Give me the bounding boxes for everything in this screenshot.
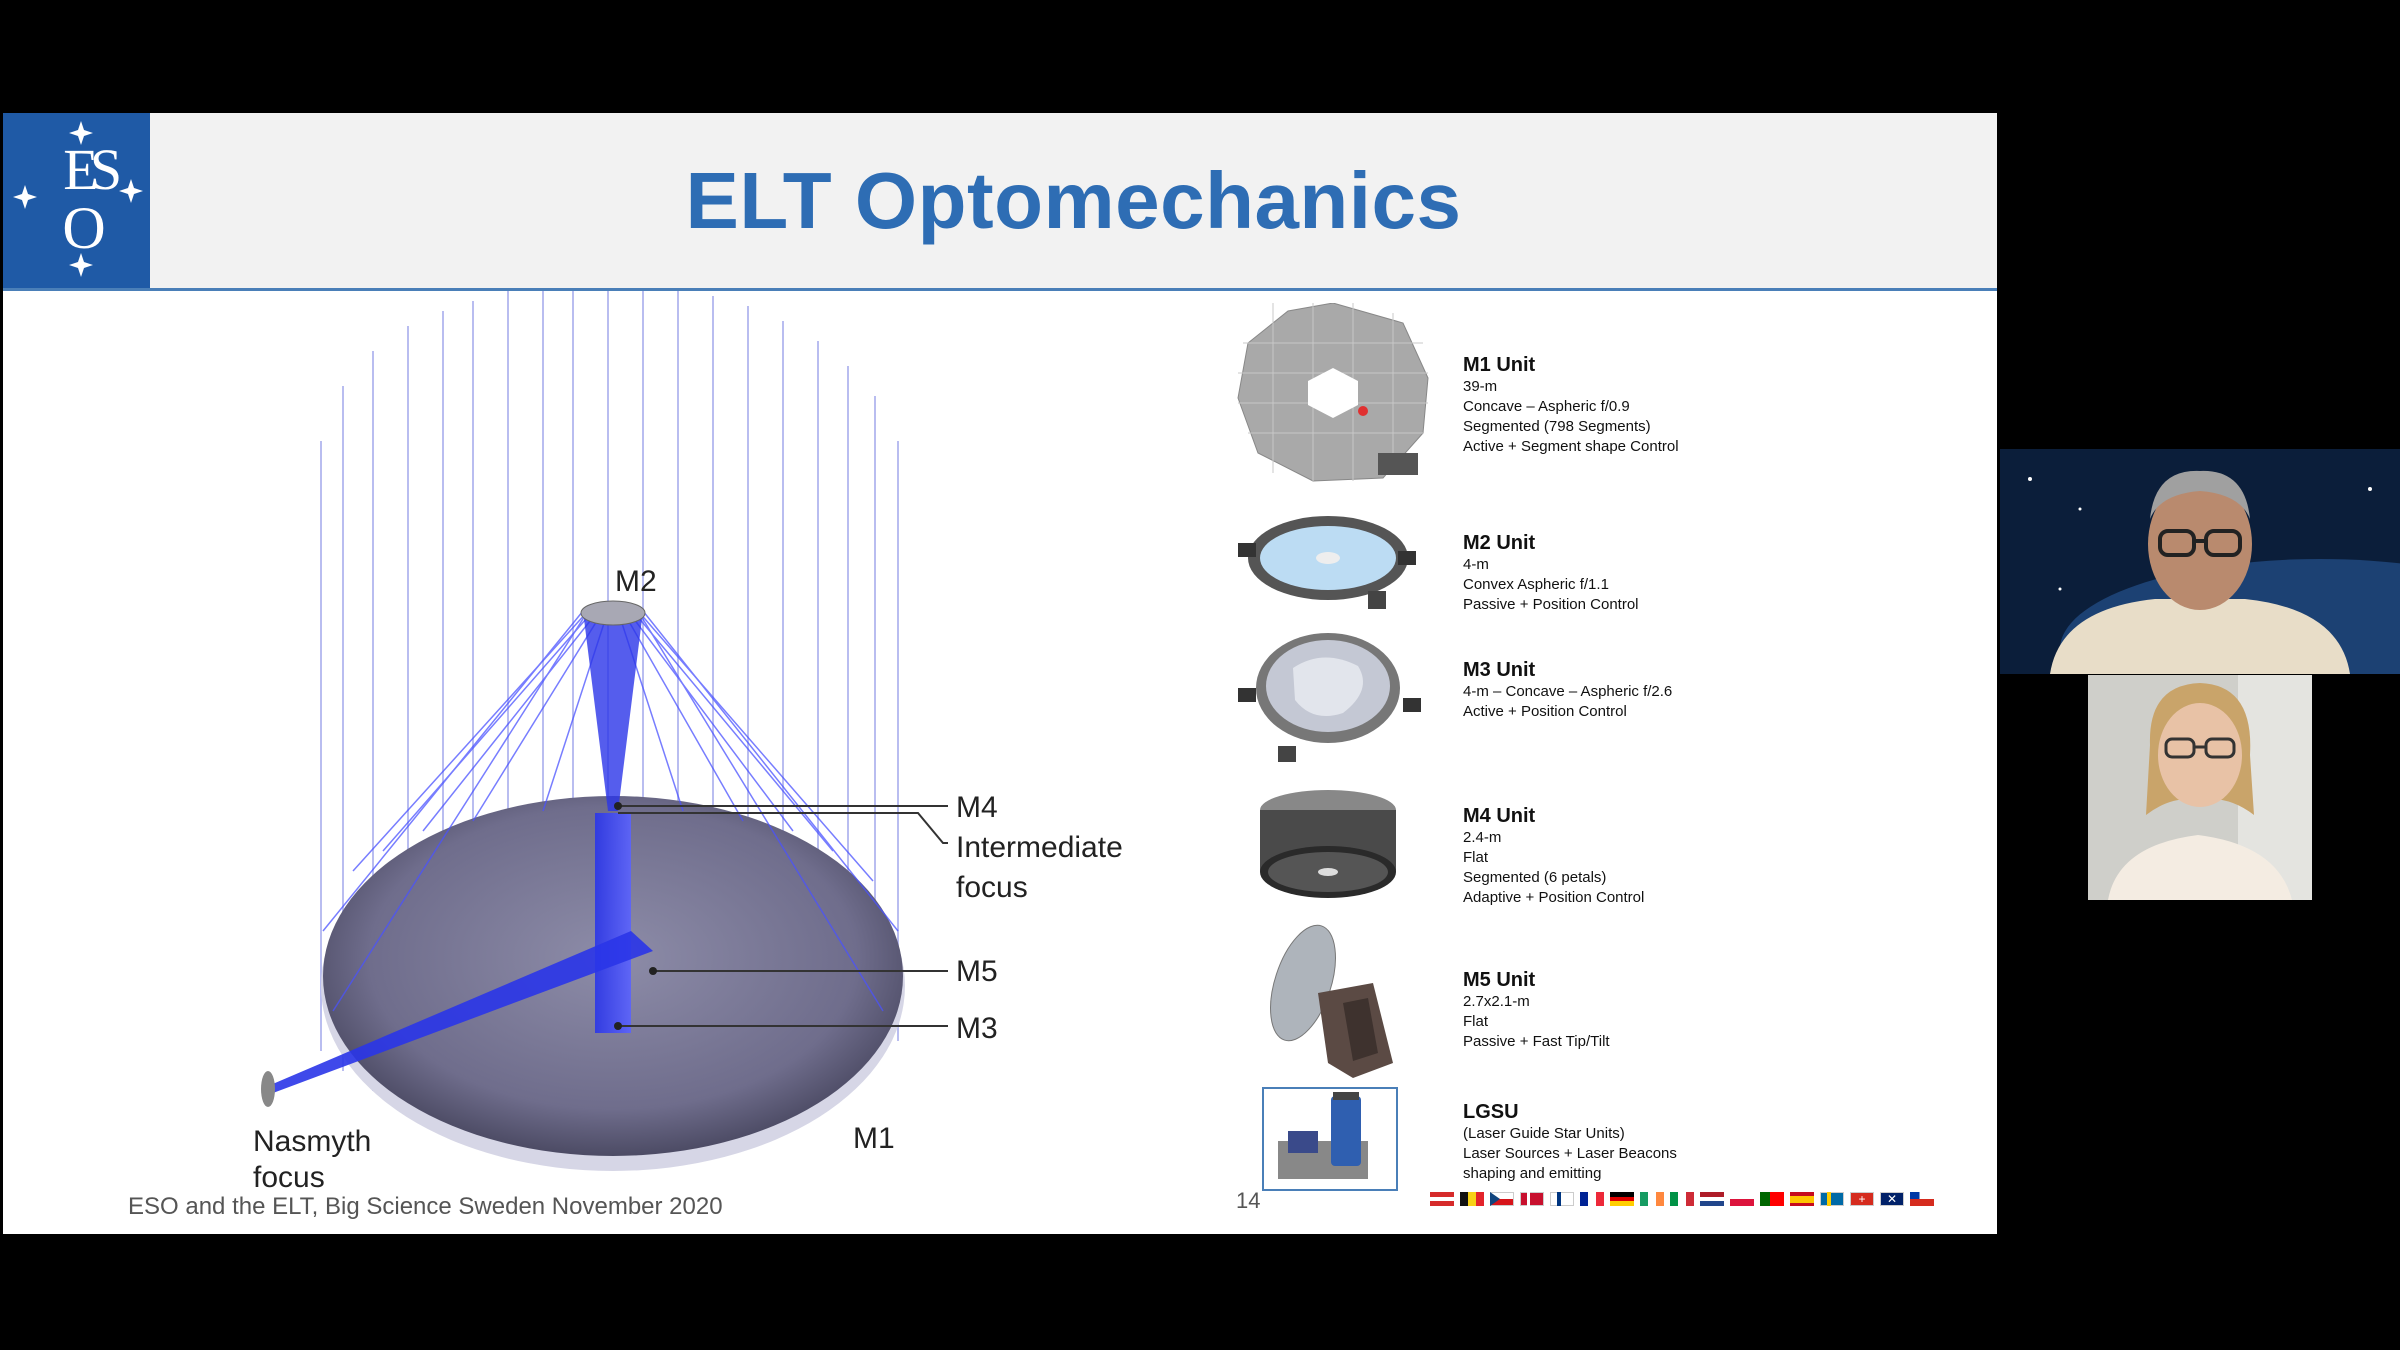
unit-detail: Concave – Aspheric f/0.9 — [1463, 398, 1630, 415]
unit-detail: Laser Sources + Laser Beacons — [1463, 1145, 1677, 1162]
czech-flag-icon — [1490, 1192, 1514, 1206]
portugal-flag-icon — [1760, 1192, 1784, 1206]
presentation-slide: E S O ELT Optomechanics — [3, 113, 1997, 1234]
page-number: 14 — [1236, 1188, 1261, 1213]
netherlands-flag-icon — [1700, 1192, 1724, 1207]
intermediate-label: Intermediate — [956, 831, 1123, 864]
participant-video-2[interactable] — [2088, 675, 2312, 900]
unit-title: M1 Unit — [1463, 354, 1536, 376]
unit-m1: M1 Unit 39-m Concave – Aspheric f/0.9 Se… — [1233, 303, 1993, 483]
france-flag-icon — [1580, 1192, 1604, 1206]
unit-detail: 2.7x2.1-m — [1463, 993, 1530, 1010]
m2-label: M2 — [615, 565, 657, 598]
unit-m4: M4 Unit 2.4-m Flat Segmented (6 petals) … — [1233, 778, 1993, 923]
m3-label: M3 — [956, 1012, 998, 1045]
unit-title: M4 Unit — [1463, 805, 1536, 827]
m4-label: M4 — [956, 791, 998, 824]
participant-1-avatar — [2000, 449, 2400, 674]
svg-text:E: E — [63, 137, 98, 202]
unit-detail: Segmented (798 Segments) — [1463, 418, 1651, 435]
unit-title: M2 Unit — [1463, 532, 1536, 554]
svg-text:S: S — [90, 137, 122, 202]
belgium-flag-icon — [1460, 1192, 1484, 1206]
m1-segmented-mirror-image — [1237, 303, 1429, 482]
unit-detail: Flat — [1463, 849, 1489, 866]
spain-flag-icon — [1790, 1192, 1814, 1206]
unit-detail: Active + Position Control — [1463, 703, 1627, 720]
unit-detail: 39-m — [1463, 378, 1498, 395]
telescope-optics-diagram: M2 M4 Intermediate focus M5 M3 M1 Nasmyt… — [253, 291, 1123, 1191]
nasmyth-focus-label: focus — [253, 1161, 325, 1191]
austria-flag-icon — [1430, 1192, 1454, 1207]
star-icon — [69, 253, 93, 277]
germany-flag-icon — [1610, 1192, 1634, 1207]
unit-detail: 4-m – Concave – Aspheric f/2.6 — [1463, 683, 1673, 700]
m4-mirror-image — [1260, 790, 1396, 898]
unit-detail: shaping and emitting — [1463, 1165, 1602, 1182]
unit-m2: M2 Unit 4-m Convex Aspheric f/1.1 Passiv… — [1233, 503, 1993, 623]
slide-footer: ESO and the ELT, Big Science Sweden Nove… — [128, 1193, 723, 1220]
uk-flag-icon: ✕ — [1880, 1192, 1904, 1206]
unit-title: LGSU — [1463, 1101, 1519, 1123]
star-icon — [69, 121, 93, 145]
unit-m5: M5 Unit 2.7x2.1-m Flat Passive + Fast Ti… — [1233, 923, 1993, 1083]
m1-label: M1 — [853, 1122, 895, 1155]
nasmyth-label: Nasmyth — [253, 1125, 371, 1158]
participant-2-avatar — [2088, 675, 2312, 900]
italy-flag-icon — [1670, 1192, 1694, 1206]
unit-m3: M3 Unit 4-m – Concave – Aspheric f/2.6 A… — [1233, 628, 1993, 768]
ireland-flag-icon — [1640, 1192, 1664, 1206]
star-icon — [119, 179, 143, 203]
svg-text:O: O — [62, 195, 105, 261]
unit-detail: 2.4-m — [1463, 829, 1502, 846]
chile-flag-icon — [1910, 1192, 1934, 1206]
switzerland-flag-icon: + — [1850, 1192, 1874, 1206]
poland-flag-icon — [1730, 1192, 1754, 1206]
slide-header: E S O ELT Optomechanics — [3, 113, 1997, 291]
unit-title: M3 Unit — [1463, 659, 1536, 681]
intermediate-focus-label: focus — [956, 871, 1028, 904]
unit-detail: Adaptive + Position Control — [1463, 889, 1645, 906]
eso-logo: E S O — [3, 113, 150, 288]
m3-mirror-image — [1238, 633, 1421, 762]
unit-detail: Passive + Position Control — [1463, 596, 1639, 613]
unit-detail: Convex Aspheric f/1.1 — [1463, 576, 1609, 593]
slide-title: ELT Optomechanics — [685, 155, 1462, 245]
star-icon — [13, 185, 37, 209]
converging-rays — [322, 610, 899, 1012]
nasmyth-focus-plate — [261, 1071, 275, 1107]
unit-detail: (Laser Guide Star Units) — [1463, 1125, 1625, 1142]
unit-detail: 4-m — [1463, 556, 1489, 573]
member-state-flags: + ✕ — [1430, 1192, 1934, 1207]
unit-detail: Passive + Fast Tip/Tilt — [1463, 1033, 1610, 1050]
central-beam — [595, 813, 631, 1033]
sweden-flag-icon — [1820, 1192, 1844, 1206]
nasmyth-beam — [268, 931, 653, 1093]
m2-to-m4-beam — [583, 611, 643, 811]
unit-lgsu: LGSU (Laser Guide Star Units) Laser Sour… — [1233, 1086, 1993, 1196]
unit-detail: Active + Segment shape Control — [1463, 438, 1679, 455]
unit-detail: Flat — [1463, 1013, 1489, 1030]
lgsu-image — [1262, 1087, 1398, 1191]
unit-title: M5 Unit — [1463, 969, 1536, 991]
m5-mirror-image — [1270, 924, 1393, 1078]
label-pointers — [618, 805, 948, 1027]
unit-detail: Segmented (6 petals) — [1463, 869, 1607, 886]
participant-video-1[interactable] — [2000, 449, 2400, 674]
m2-mirror — [580, 600, 646, 626]
finland-flag-icon — [1550, 1192, 1574, 1206]
denmark-flag-icon — [1520, 1192, 1544, 1206]
m5-label: M5 — [956, 955, 998, 988]
m2-mirror-image — [1238, 516, 1416, 609]
